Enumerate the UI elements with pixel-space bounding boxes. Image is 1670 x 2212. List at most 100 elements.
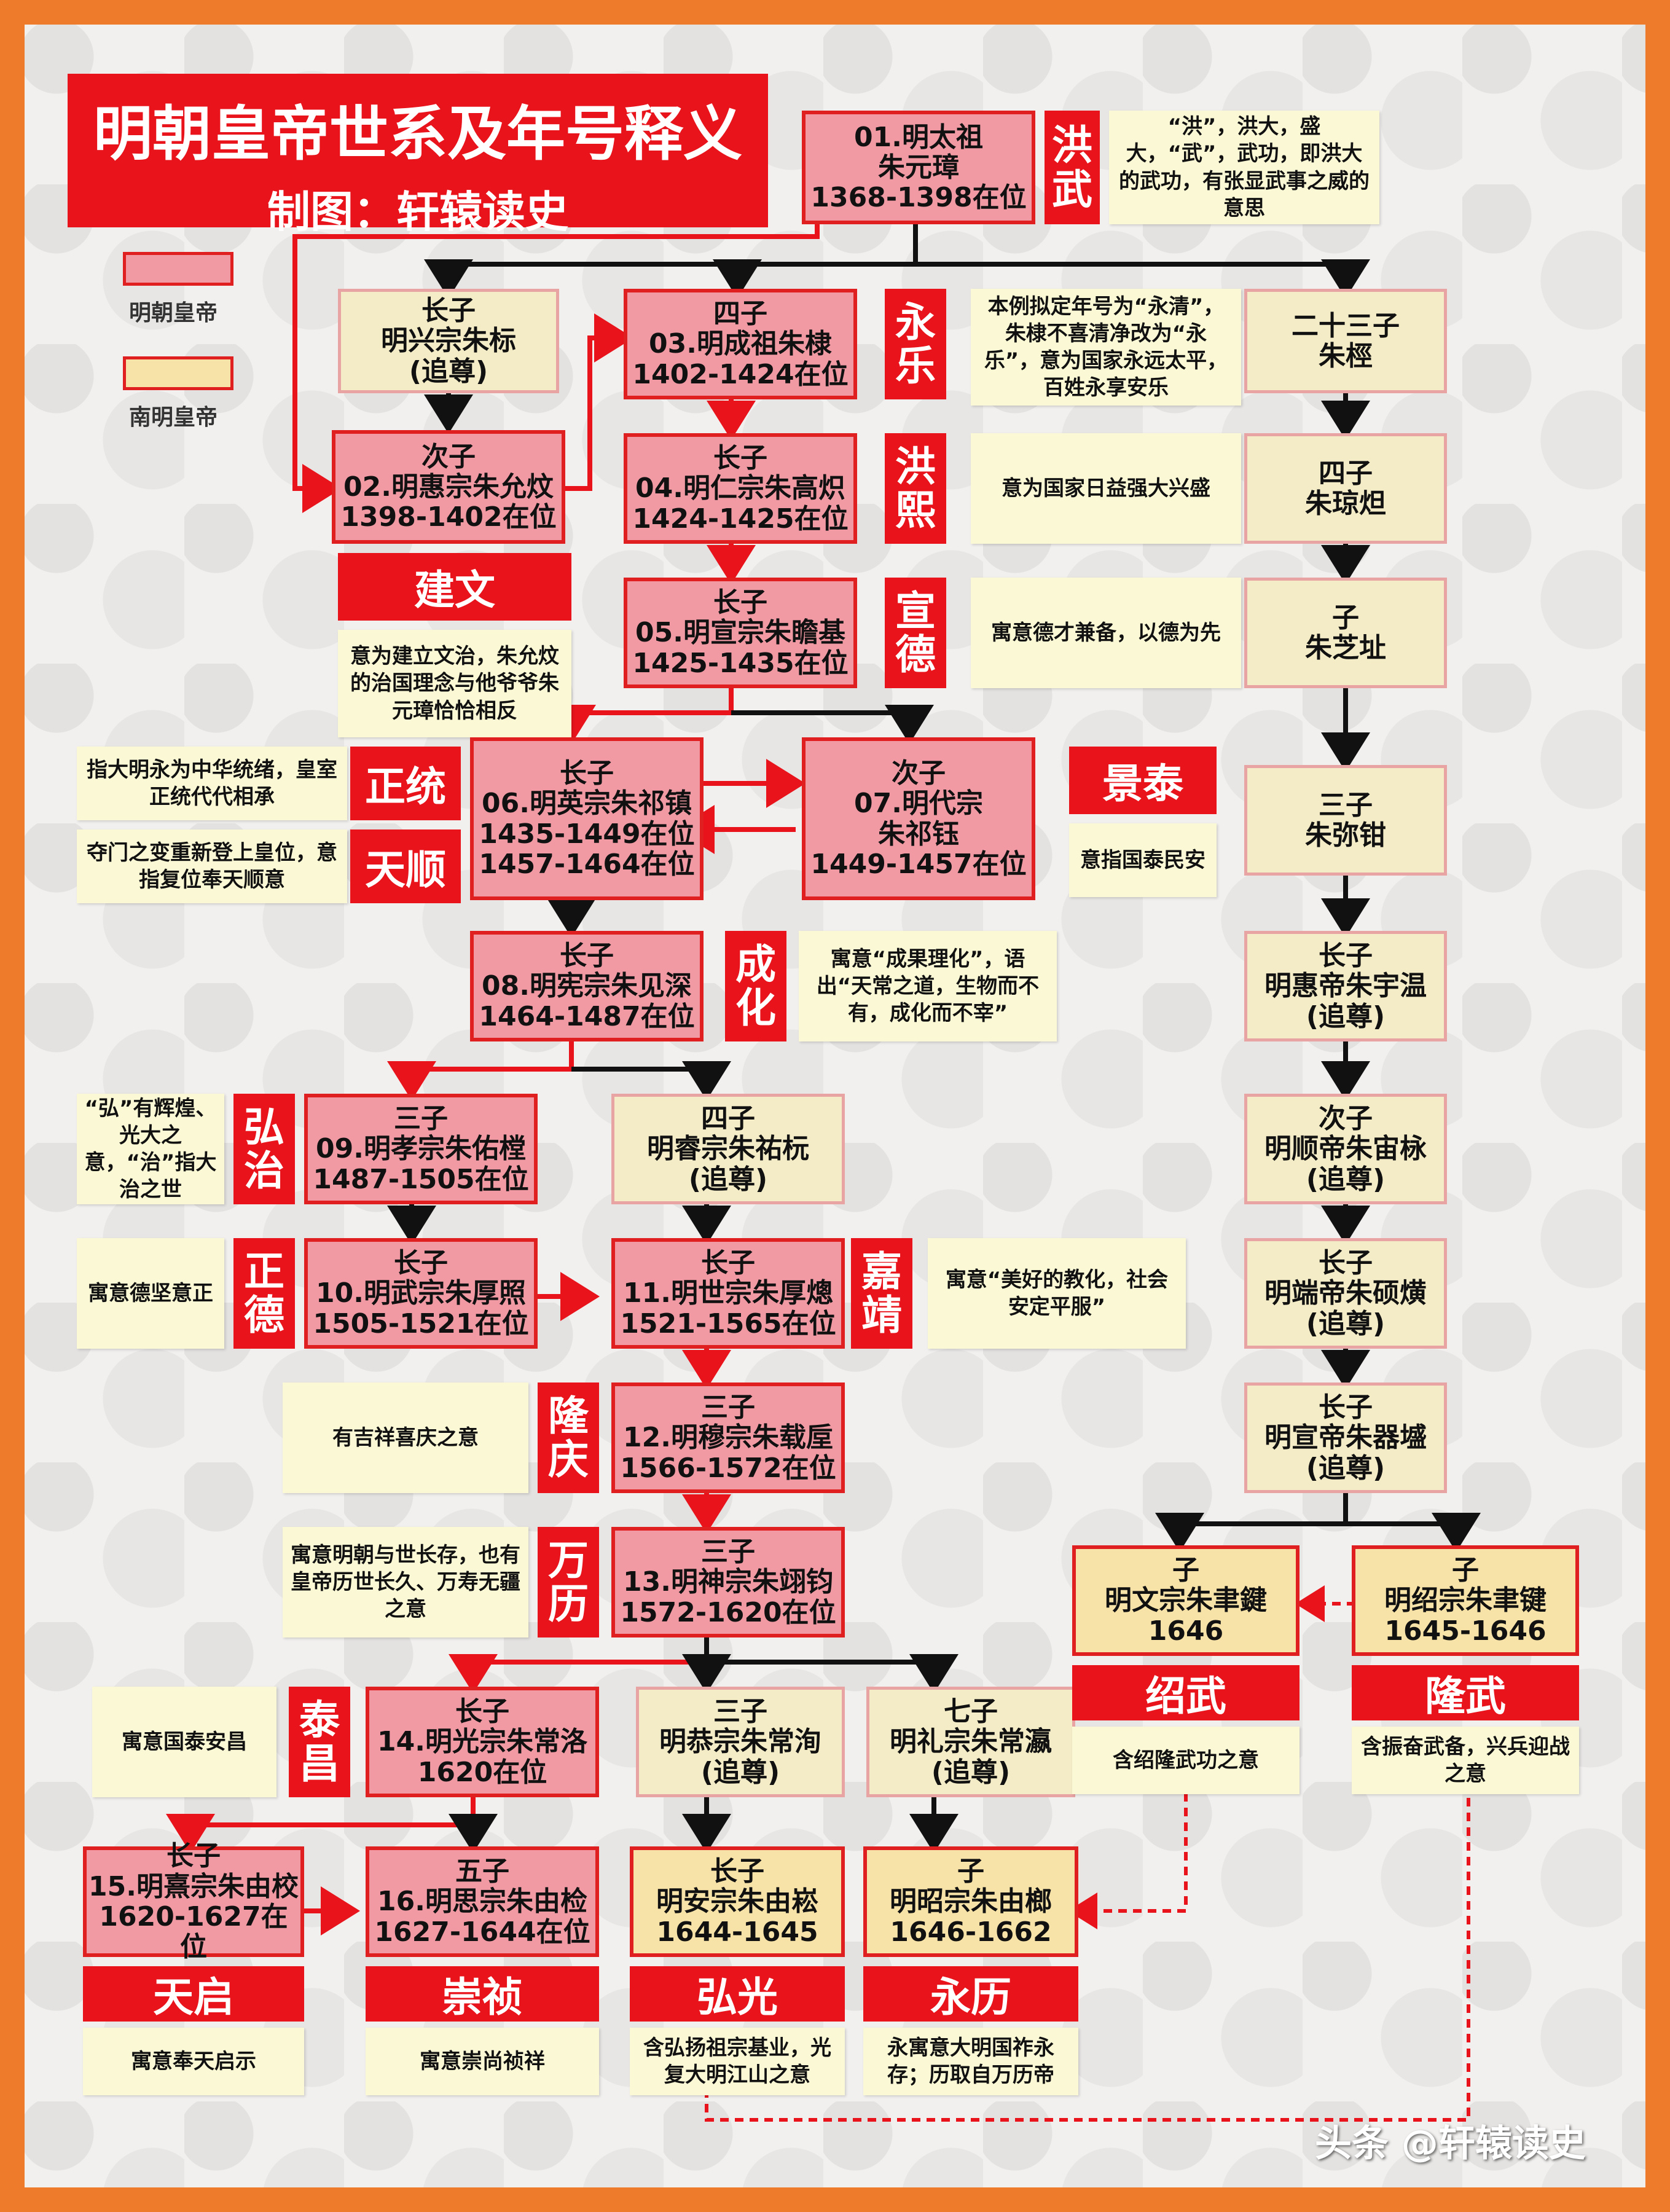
nianhao-taichang: 泰 昌 <box>289 1687 350 1797</box>
e03-line3: 1402-1424在位 <box>632 358 849 390</box>
e11-line3: 1521-1565在位 <box>620 1308 836 1339</box>
nianhao-taichang-c2: 昌 <box>299 1740 340 1787</box>
zhuqiongju-line2: 朱琼炟 <box>1305 488 1386 519</box>
note-zhengde: 寓意德坚意正 <box>77 1238 224 1349</box>
shaowu-line1: 子 <box>1452 1555 1479 1586</box>
nianhao-yongle-c1: 永 <box>895 298 936 346</box>
e04-line3: 1424-1425在位 <box>632 503 849 535</box>
nianhao-wanli: 万 历 <box>538 1527 599 1637</box>
nianhao-tianshun: 天顺 <box>350 830 461 903</box>
zhuzhizhi-line2: 朱芝址 <box>1305 632 1386 664</box>
legend-swatch-south <box>123 356 233 390</box>
emperor-e13: 三子 13.明神宗朱翊钧 1572-1620在位 <box>611 1527 845 1637</box>
emperor-yongli: 子 明昭宗朱由榔 1646-1662 <box>863 1846 1078 1957</box>
e12-line2: 12.明穆宗朱载垕 <box>623 1422 833 1454</box>
zhuzhizhi: 子 朱芝址 <box>1244 578 1447 688</box>
yongli-line1: 子 <box>957 1856 984 1888</box>
nianhao-longqing-c2: 庆 <box>548 1436 589 1483</box>
zhuchangying-line2: 明礼宗朱常瀛 <box>890 1726 1052 1758</box>
emperor-e11: 长子 11.明世宗朱厚熜 1521-1565在位 <box>611 1238 845 1349</box>
e08-line1: 长子 <box>560 940 614 972</box>
line-taizu-to-e02 <box>292 203 820 513</box>
legend-swatch-ming <box>123 252 233 286</box>
nianhao-hongwu-c1: 洪 <box>1052 122 1092 170</box>
title-box: 明朝皇帝世系及年号释义 制图：轩辕读史 <box>68 74 768 237</box>
emperor-e10: 长子 10.明武宗朱厚照 1505-1521在位 <box>304 1238 538 1349</box>
zhuyoulai: 次子 明顺帝朱宙栐 (追尊) <box>1244 1094 1447 1204</box>
emperor-e02: 次子 02.明惠宗朱允炆 1398-1402在位 <box>332 430 565 544</box>
nianhao-yongle-c2: 乐 <box>895 342 936 390</box>
line-e08-branch <box>387 1041 574 1100</box>
nianhao-hongxi-c2: 熙 <box>895 487 936 534</box>
emperor-shaowu: 子 明绍宗朱聿键 1645-1646 <box>1352 1545 1579 1656</box>
note-yongle: 本例拟定年号为“永清”，朱棣不喜清净改为“永乐”，意为国家永远太平，百姓永享安乐 <box>971 289 1241 406</box>
zhubiao-line2: 明兴宗朱标 <box>381 325 516 357</box>
note-hongwu: “洪”，洪大，盛大，“武”，武功，即洪大的武功，有张显武事之威的意思 <box>1109 111 1379 224</box>
emperor-taizu-line2: 朱元璋 <box>878 151 959 183</box>
longwu-line2: 明文宗朱聿鍵 <box>1105 1585 1267 1617</box>
emperor-e04: 长子 04.明仁宗朱高炽 1424-1425在位 <box>624 433 857 544</box>
nianhao-tianqi: 天启 <box>83 1966 304 2022</box>
zhuzhizhi-line1: 子 <box>1332 602 1359 633</box>
e13-line2: 13.明神宗朱翊钧 <box>623 1566 833 1598</box>
chart-frame: 明朝皇帝世系及年号释义 制图：轩辕读史 明朝皇帝 南明皇帝 01.明太祖 朱元璋… <box>25 25 1645 2187</box>
zhuyouyuan-line3: (追尊) <box>688 1163 768 1195</box>
zhuchangying-line1: 七子 <box>944 1696 998 1728</box>
zhujing-line2: 朱桱 <box>1319 340 1373 372</box>
note-zhengtong: 指大明永为中华统绪，皇室正统代代相承 <box>77 747 347 820</box>
e06-line2: 06.明英宗朱祁镇 <box>482 788 692 820</box>
emperor-e06: 长子 06.明英宗朱祁镇 1435-1449在位 1457-1464在位 <box>470 737 704 900</box>
note-taichang: 寓意国泰安昌 <box>92 1687 276 1797</box>
nianhao-wanli-c2: 历 <box>548 1580 589 1628</box>
e11-line2: 11.明世宗朱厚熜 <box>623 1277 833 1309</box>
e14-line2: 14.明光宗朱常洛 <box>377 1726 587 1758</box>
yongli-line3: 1646-1662 <box>890 1916 1052 1948</box>
nianhao-longqing-c1: 隆 <box>548 1392 589 1440</box>
zhuyuwen-line3: (追尊) <box>1306 1000 1386 1032</box>
legend-label-south: 南明皇帝 <box>129 405 218 430</box>
e07-line1: 次子 <box>892 757 946 789</box>
emperor-e05: 长子 05.明宣宗朱瞻基 1425-1435在位 <box>624 578 857 688</box>
e15-line1: 长子 <box>167 1840 221 1872</box>
hongguang-line2: 明安宗朱由崧 <box>656 1886 818 1918</box>
line-e08-zhuyouyuan <box>571 1061 731 1100</box>
emperor-e03: 四子 03.明成祖朱棣 1402-1424在位 <box>624 289 857 399</box>
e16-line3: 1627-1644在位 <box>374 1916 590 1948</box>
nianhao-hongxi: 洪 熙 <box>885 433 946 544</box>
yongli-line2: 明昭宗朱由榔 <box>890 1886 1052 1918</box>
note-xuande: 寓意德才兼备，以德为先 <box>971 578 1241 688</box>
nianhao-longqing: 隆 庆 <box>538 1382 599 1493</box>
emperor-e09: 三子 09.明孝宗朱佑樘 1487-1505在位 <box>304 1094 538 1204</box>
note-chongzhen: 寓意崇尚祯祥 <box>366 2028 599 2095</box>
zhushuohuang: 长子 明端帝朱硕熿 (追尊) <box>1244 1238 1447 1349</box>
emperor-hongguang: 长子 明安宗朱由崧 1644-1645 <box>630 1846 845 1957</box>
e10-line3: 1505-1521在位 <box>313 1308 529 1339</box>
nianhao-jingtai: 景泰 <box>1069 747 1217 814</box>
zhuyouyuan-line2: 明睿宗朱祐杬 <box>647 1133 809 1165</box>
zhuqiyi-line2: 明宣帝朱器墭 <box>1264 1422 1427 1454</box>
nianhao-hongguang: 弘光 <box>630 1966 845 2022</box>
nianhao-chenghua-c1: 成 <box>735 940 776 988</box>
note-longwu: 含振奋武备，兴兵迎战之意 <box>1352 1727 1579 1794</box>
nianhao-hongzhi-c2: 治 <box>244 1147 284 1194</box>
e13-line1: 三子 <box>701 1536 755 1568</box>
note-hongxi: 意为国家日益强大兴盛 <box>971 433 1241 544</box>
emperor-taizu: 01.明太祖 朱元璋 1368-1398在位 <box>802 111 1035 224</box>
e14-line1: 长子 <box>455 1696 509 1728</box>
e15-line2: 15.明熹宗朱由校 <box>88 1870 299 1902</box>
line-e02-e03 <box>553 313 633 491</box>
e07-line4: 1449-1457在位 <box>810 848 1027 880</box>
nianhao-hongzhi-c1: 弘 <box>244 1103 284 1151</box>
nianhao-hongwu-c2: 武 <box>1052 165 1092 213</box>
line-qiyi-shaowu <box>1346 1513 1481 1552</box>
emperor-e16: 五子 16.明思宗朱由检 1627-1644在位 <box>366 1846 599 1957</box>
e14-line3: 1620在位 <box>417 1756 547 1788</box>
nianhao-xuande-c2: 德 <box>895 631 936 678</box>
footer-watermark: 头条 @轩辕读史 <box>1315 2122 1586 2165</box>
nianhao-longwu: 隆武 <box>1352 1665 1579 1720</box>
emperor-e15: 长子 15.明熹宗朱由校 1620-1627在位 <box>83 1841 304 1962</box>
longwu-line3: 1646 <box>1148 1615 1224 1647</box>
nianhao-yongle: 永 乐 <box>885 289 946 399</box>
nianhao-hongxi-c1: 洪 <box>895 442 936 490</box>
zhuchangxun-line2: 明恭宗朱常洵 <box>659 1726 821 1758</box>
